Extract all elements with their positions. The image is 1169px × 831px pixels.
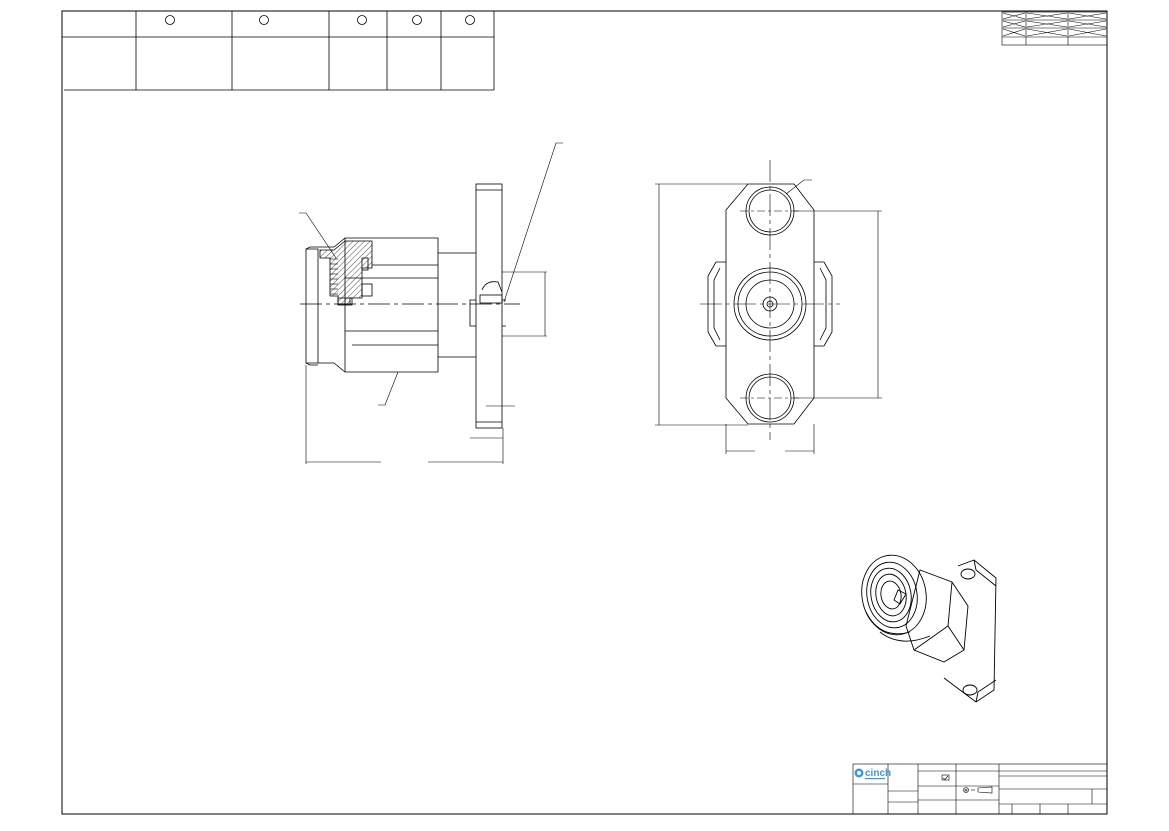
third-angle-projection-icon [963, 786, 993, 794]
cinch-logo: cinch [854, 768, 891, 780]
logo-text: cinch [865, 768, 891, 779]
revision-table [62, 11, 495, 91]
circle-icon [412, 15, 422, 25]
circle-icon [465, 15, 475, 25]
circle-icon [165, 15, 175, 25]
circle-icon [259, 15, 269, 25]
front-view [655, 160, 882, 454]
section-hatch [319, 240, 373, 305]
side-view [299, 142, 563, 464]
circle-icon [357, 15, 367, 25]
sheet-border [61, 10, 1108, 815]
checkbox-icon [941, 774, 950, 781]
isometric-view [861, 554, 997, 703]
title-block [852, 763, 1108, 815]
document-grid [1001, 11, 1108, 46]
